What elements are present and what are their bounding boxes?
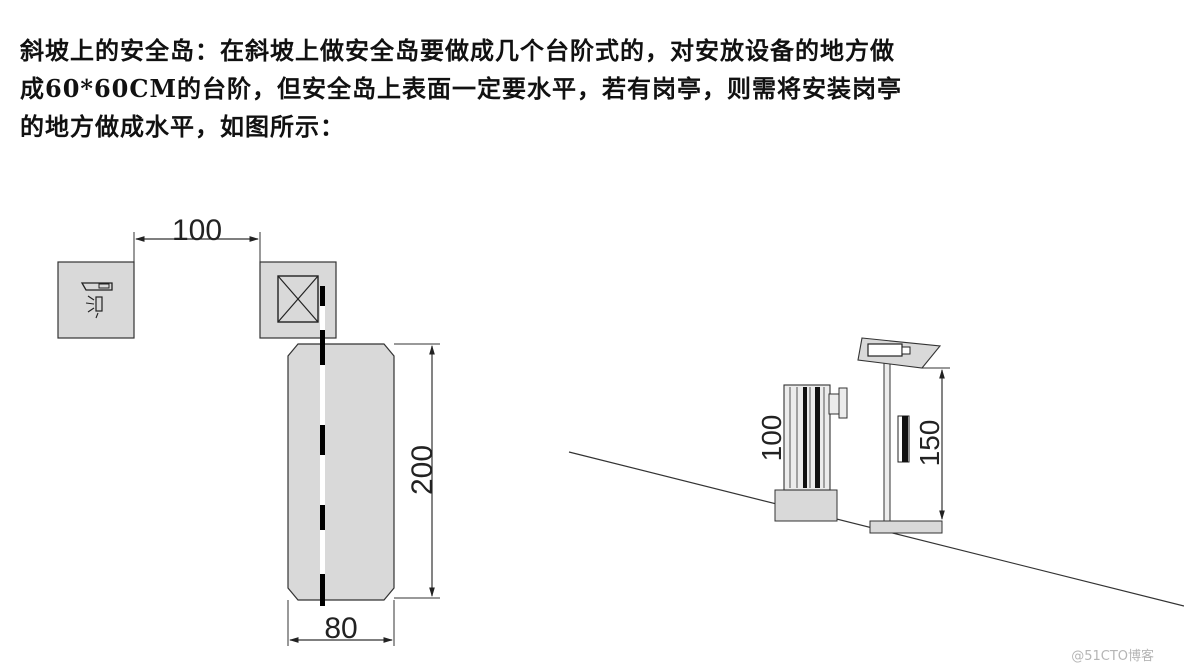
description-line-3: 的地方做成水平，如图所示： [20, 112, 345, 141]
dimension-label-barrier-100: 100 [756, 415, 787, 462]
dimension-80: 80 [287, 600, 395, 646]
dimension-100-top: 100 [133, 214, 261, 262]
dimension-150: 150 [914, 367, 950, 520]
description-line-2: 成60*60CM的台阶，但安全岛上表面一定要水平，若有岗亭，则需将安装岗亭 [20, 74, 903, 103]
watermark: @51CTO博客 [1071, 649, 1154, 664]
barrier-arm [320, 286, 325, 606]
dimension-200: 200 [394, 343, 440, 599]
camera-light-icon [80, 282, 113, 319]
barrier-gate: 100 [756, 384, 848, 491]
camera-device-box [57, 261, 135, 339]
dimension-label-100: 100 [172, 214, 222, 247]
dimension-label-200: 200 [406, 445, 439, 495]
pole-base-step [869, 520, 943, 534]
side-view: 100 150 [568, 337, 1184, 607]
camera-pole [857, 337, 942, 522]
plan-view: 100 [57, 214, 440, 646]
safety-island-plan [287, 343, 395, 601]
description-line-1: 斜坡上的安全岛：在斜坡上做安全岛要做成几个台阶式的，对安放设备的地方做 [20, 36, 895, 65]
dimension-label-150: 150 [914, 420, 945, 467]
camera-icon [867, 343, 911, 357]
dimension-label-80: 80 [324, 612, 357, 645]
description-paragraph: 斜坡上的安全岛：在斜坡上做安全岛要做成几个台阶式的，对安放设备的地方做 成60*… [20, 32, 1170, 146]
barrier-base-step [774, 489, 838, 522]
